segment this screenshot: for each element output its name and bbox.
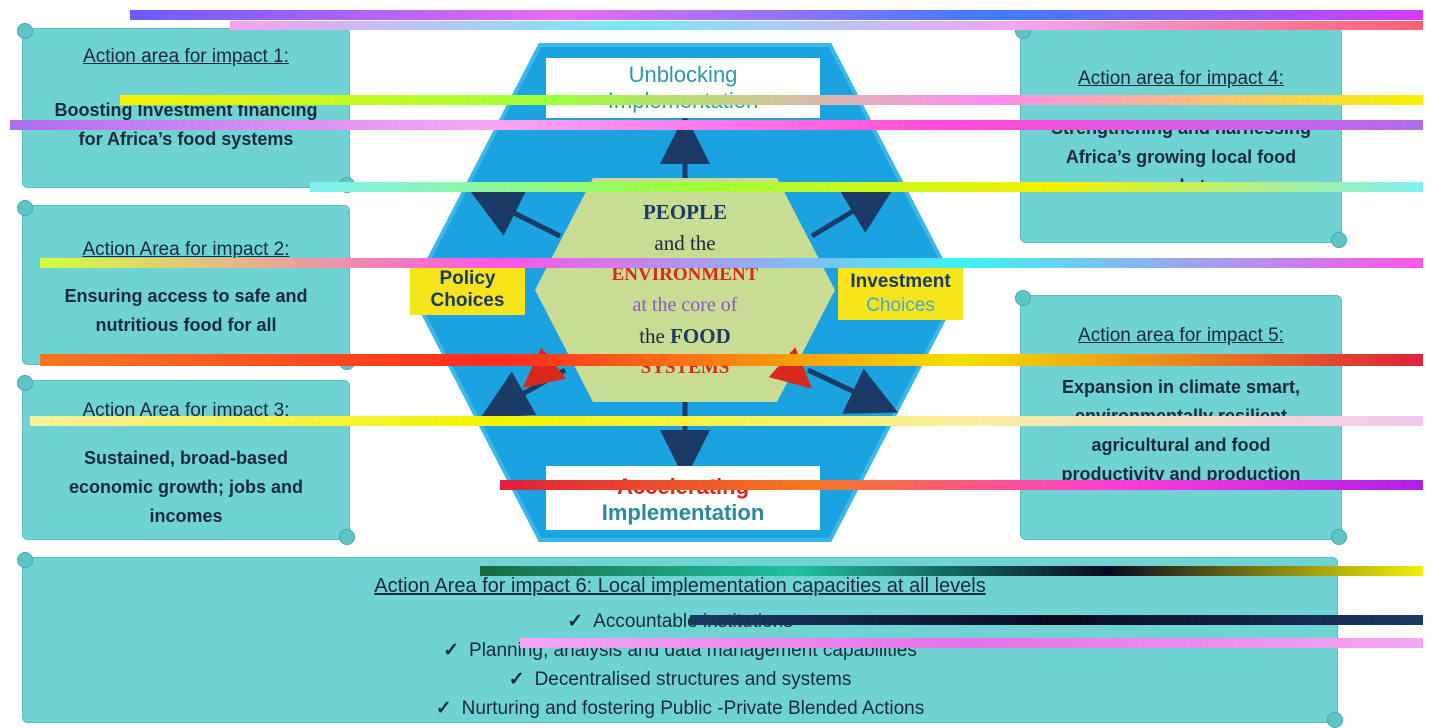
right-label-box xyxy=(838,265,963,320)
bullet-item: ✓ Decentralised structures and systems xyxy=(22,665,1338,694)
action-area-3-line-2: economic growth; jobs and xyxy=(68,477,303,497)
arrow-upper-right xyxy=(810,185,896,239)
core-people: PEOPLE xyxy=(642,200,727,224)
policy-choices-label: Policy Choices xyxy=(410,268,525,312)
checkmark-icon: ✓ xyxy=(443,640,460,661)
action-area-5-title: Action area for impact 5: xyxy=(1078,325,1284,346)
core-label: PEOPLE and the ENVIRONMENT at the core o… xyxy=(560,197,810,383)
left-label-line-1: Policy xyxy=(439,268,496,289)
action-area-2-body: Ensuring access to safe and nutritious f… xyxy=(30,282,342,340)
bottom-label-box xyxy=(546,466,820,530)
action-area-1-line-2: for Africa’s food systems xyxy=(78,129,294,149)
checkmark-icon: ✓ xyxy=(508,669,525,690)
action-area-1-box: Action area for impact 1: Boosting Inves… xyxy=(17,23,355,193)
core-and-the: and the xyxy=(654,231,716,255)
action-area-2-title: Action Area for impact 2: xyxy=(82,239,290,260)
action-area-4-line-2: Africa’s growing local food xyxy=(1065,147,1297,167)
action-area-3-line-1: Sustained, broad-based xyxy=(83,448,289,468)
bottom-label-line-1: Accelerating xyxy=(616,474,750,499)
checkmark-icon: ✓ xyxy=(567,611,584,632)
arrow-lower-right xyxy=(806,367,899,414)
left-label-line-2: Choices xyxy=(430,290,505,311)
arrow-upper-left xyxy=(470,191,562,239)
core-at-the-core-of: at the core of xyxy=(632,294,738,316)
action-area-4-title: Action area for impact 4: xyxy=(1078,68,1284,89)
action-area-3-title: Action Area for impact 3: xyxy=(82,400,290,421)
action-area-3-body: Sustained, broad-based economic growth; … xyxy=(30,444,342,531)
action-area-3-box: Action Area for impact 3: Sustained, bro… xyxy=(17,375,355,545)
accelerating-implementation-label: Accelerating Implementation xyxy=(546,474,820,526)
checkmark-icon: ✓ xyxy=(435,698,452,719)
inner-hexagon xyxy=(535,178,835,402)
bullet-text: Nurturing and fostering Public -Private … xyxy=(461,698,925,719)
investment-choices-label: Investment Choices xyxy=(838,270,963,318)
action-area-5-line-3: agricultural and food xyxy=(1091,435,1271,455)
core-environment: ENVIRONMENT xyxy=(611,264,759,285)
unblocking-implementation-label: Unblocking Implementation xyxy=(546,62,820,114)
action-area-5-line-4: productivity and production xyxy=(1061,464,1301,484)
action-area-5-line-1: Expansion in climate smart, xyxy=(1061,377,1301,397)
top-label-box xyxy=(546,58,820,118)
action-area-1-title: Action area for impact 1: xyxy=(83,46,289,67)
core-systems: SYSTEMS xyxy=(640,357,730,378)
action-area-6-title: Action Area for impact 6: Local implemen… xyxy=(374,575,986,597)
action-area-3-line-3: incomes xyxy=(149,506,223,526)
right-label-line-1: Investment xyxy=(850,271,951,292)
action-area-1-line-1: Boosting Investment financing xyxy=(54,100,318,120)
right-label-line-2: Choices xyxy=(866,295,935,316)
bullet-item: ✓ Nurturing and fostering Public -Private… xyxy=(22,694,1338,723)
bottom-label-line-2: Implementation xyxy=(601,500,765,525)
core-the-food: the FOOD xyxy=(560,321,810,352)
action-area-1-body: Boosting Investment financing for Africa… xyxy=(30,96,342,154)
action-area-2-line-1: Ensuring access to safe and xyxy=(64,286,308,306)
action-area-2-line-2: nutritious food for all xyxy=(95,315,277,335)
core-food: FOOD xyxy=(670,324,731,348)
top-label-line-1: Unblocking xyxy=(628,62,738,87)
action-area-4-box: Action area for impact 4: Strengthening … xyxy=(1015,23,1347,248)
bullet-text: Decentralised structures and systems xyxy=(534,669,852,690)
top-label-line-2: Implementation xyxy=(607,88,759,113)
left-label-box xyxy=(410,265,525,315)
core-the: the xyxy=(639,324,665,348)
